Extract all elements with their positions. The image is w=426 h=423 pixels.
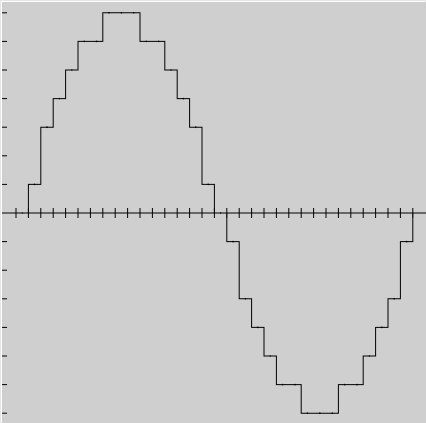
data-point xyxy=(356,383,358,386)
data-point xyxy=(393,297,396,300)
data-point xyxy=(294,383,296,386)
data-point xyxy=(95,40,98,43)
data-point xyxy=(380,326,383,329)
data-point xyxy=(145,40,148,43)
data-point xyxy=(58,97,61,100)
data-point xyxy=(331,412,334,415)
data-point xyxy=(232,240,234,243)
data-point xyxy=(33,183,36,186)
data-point xyxy=(343,383,346,386)
data-point xyxy=(405,240,408,243)
data-point xyxy=(170,69,172,71)
data-point xyxy=(219,212,222,214)
data-point xyxy=(207,183,210,186)
data-point xyxy=(281,383,284,386)
data-point xyxy=(194,126,197,129)
data-point xyxy=(269,355,272,357)
data-point xyxy=(182,97,185,100)
data-point xyxy=(157,40,160,43)
data-point xyxy=(120,11,123,14)
data-point xyxy=(46,126,48,129)
data-point xyxy=(244,297,247,300)
data-point xyxy=(306,412,309,415)
data-point xyxy=(368,355,371,357)
data-point xyxy=(256,326,259,329)
series-step-line xyxy=(16,12,414,414)
data-point xyxy=(108,11,110,14)
data-point xyxy=(318,412,321,415)
data-point xyxy=(70,69,73,71)
data-point xyxy=(132,11,135,14)
data-point xyxy=(83,40,86,43)
data-point xyxy=(21,212,24,214)
